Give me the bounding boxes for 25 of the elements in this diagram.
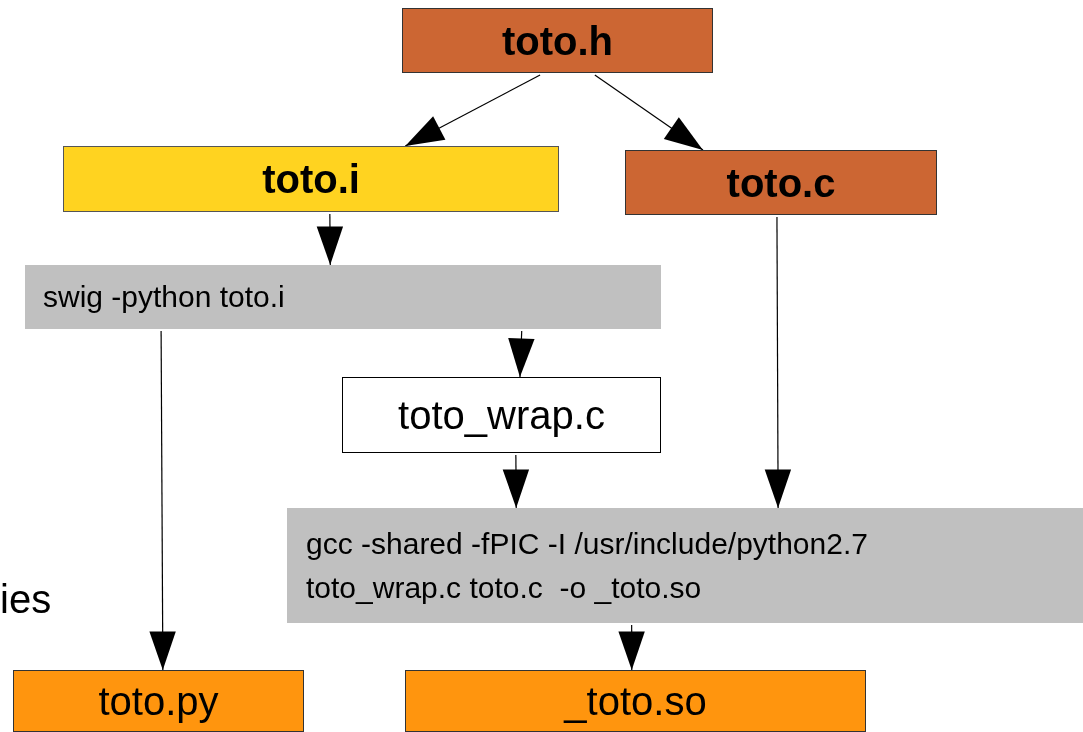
file-name: swig -python toto.i bbox=[43, 279, 285, 316]
source-file-box bbox=[625, 150, 937, 215]
arrow bbox=[149, 330, 176, 671]
file-name: toto_wrap.c bbox=[398, 392, 605, 439]
generated-file-box bbox=[342, 377, 661, 453]
arrow bbox=[316, 213, 344, 266]
file-name: toto.c bbox=[726, 159, 836, 207]
file-name: gcc -shared -fPIC -I /usr/include/python2.7 toto_wrap.c toto.c -o _toto.so bbox=[306, 526, 869, 606]
output-file-box bbox=[13, 670, 304, 732]
arrow bbox=[508, 330, 535, 378]
file-name: toto.h bbox=[501, 17, 614, 65]
arrow bbox=[594, 74, 704, 151]
command-box bbox=[287, 508, 1083, 623]
output-file-box bbox=[405, 670, 866, 732]
file-name: toto.py bbox=[98, 678, 219, 725]
text-fragment: ies bbox=[0, 577, 52, 622]
arrow bbox=[404, 74, 541, 147]
header-file-box bbox=[402, 8, 713, 73]
arrow bbox=[502, 454, 530, 509]
interface-file-box bbox=[63, 146, 559, 212]
arrow bbox=[618, 624, 645, 671]
arrow bbox=[764, 216, 792, 509]
file-name: toto.i bbox=[262, 156, 360, 203]
file-name: _toto.so bbox=[564, 678, 707, 725]
command-box bbox=[25, 265, 661, 329]
